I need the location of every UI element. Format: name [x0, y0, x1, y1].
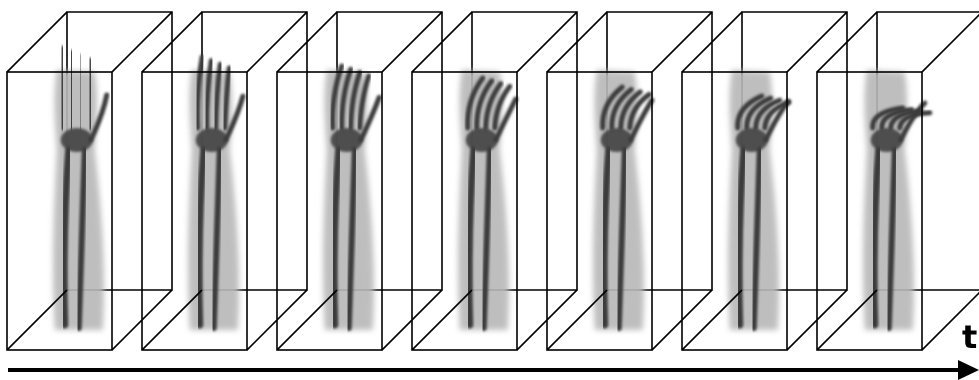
- volume-depth-edge: [517, 12, 577, 72]
- volume-depth-edge: [7, 12, 67, 72]
- wrist-carpals: [601, 128, 633, 152]
- volume-frame-5: [547, 12, 712, 350]
- volume-depth-edge: [112, 12, 172, 72]
- volume-depth-edge: [247, 12, 307, 72]
- wrist-carpals: [871, 128, 903, 152]
- xray-forearm-hand-icon: [323, 66, 379, 330]
- wrist-carpals: [61, 128, 93, 152]
- volume-frame-3: [277, 12, 442, 350]
- volume-frame-2: [142, 12, 307, 350]
- volume-depth-edge: [652, 12, 712, 72]
- volume-frame-1: [7, 12, 172, 350]
- volume-depth-edge: [922, 12, 979, 72]
- xray-forearm-hand-closed-icon: [863, 70, 930, 330]
- volume-depth-edge: [787, 12, 847, 72]
- finger-bone: [62, 48, 63, 128]
- xray-forearm-hand-icon: [458, 70, 516, 330]
- volume-depth-edge: [382, 12, 442, 72]
- volume-frame-6: [682, 12, 847, 350]
- xray-forearm-hand-icon: [593, 70, 652, 330]
- wrist-carpals: [466, 128, 498, 152]
- volume-frame-7: [817, 12, 979, 350]
- wrist-carpals: [196, 128, 228, 152]
- volume-frame-4: [412, 12, 577, 350]
- time-axis-arrowhead: [958, 360, 979, 380]
- xray-forearm-hand-icon: [188, 57, 243, 330]
- xray-forearm-hand-icon: [728, 70, 789, 330]
- finger-bone: [90, 60, 91, 128]
- xray-forearm-hand-open-icon: [53, 48, 107, 330]
- time-axis-label: t: [962, 318, 977, 356]
- frames-group: [7, 12, 979, 350]
- wrist-carpals: [736, 128, 768, 152]
- wrist-carpals: [331, 128, 363, 152]
